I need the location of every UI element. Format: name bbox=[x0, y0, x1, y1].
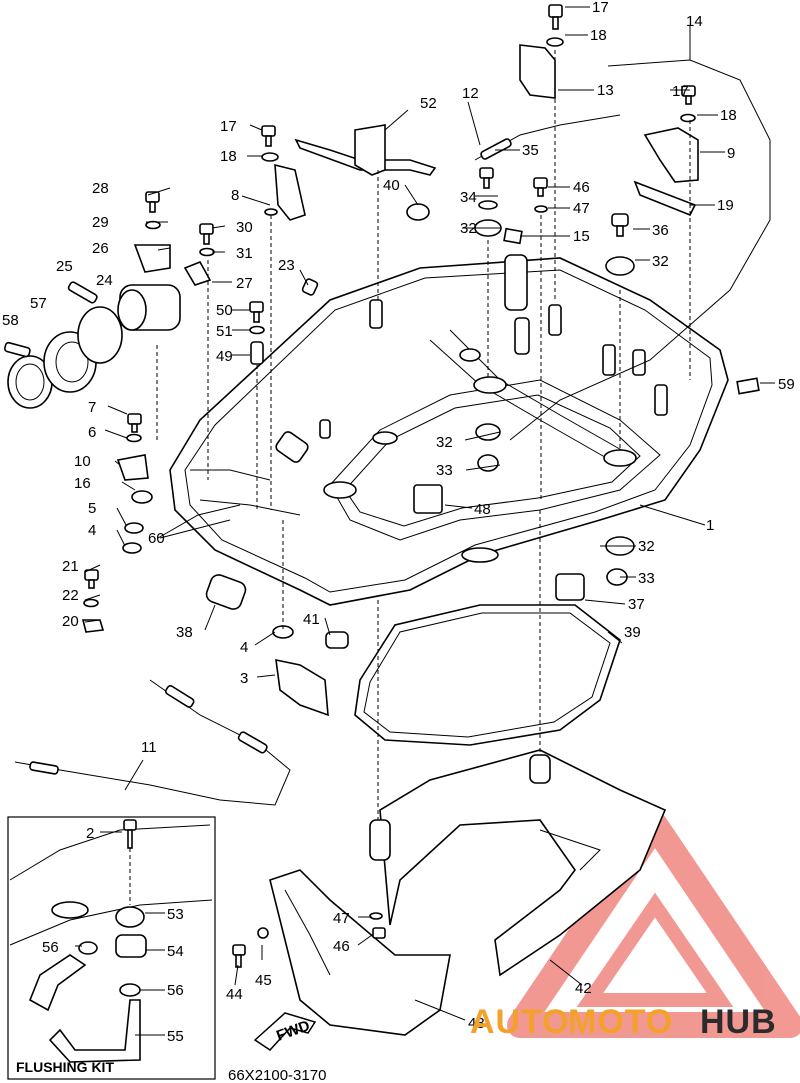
label-26: 26 bbox=[92, 240, 109, 257]
label-54: 54 bbox=[167, 943, 184, 960]
label-11: 11 bbox=[141, 739, 157, 756]
label-28: 28 bbox=[92, 180, 109, 197]
label-24: 24 bbox=[96, 272, 113, 289]
label-17c: 17 bbox=[220, 118, 237, 135]
label-45: 45 bbox=[255, 972, 272, 989]
watermark-text: AUTO MOTO HUB bbox=[470, 1003, 777, 1041]
lower-panels bbox=[269, 749, 667, 1036]
leader-lines bbox=[75, 6, 775, 1036]
label-56a: 56 bbox=[42, 939, 59, 956]
label-5: 5 bbox=[88, 500, 96, 517]
label-42: 42 bbox=[575, 980, 592, 997]
label-23: 23 bbox=[278, 257, 295, 274]
label-43: 43 bbox=[468, 1015, 485, 1032]
label-12: 12 bbox=[462, 85, 479, 102]
flushing-kit-panel bbox=[7, 816, 216, 1080]
label-52: 52 bbox=[420, 95, 437, 112]
label-18b: 18 bbox=[720, 107, 737, 124]
flushing-kit-title: FLUSHING KIT bbox=[16, 1059, 114, 1075]
bottom-cowling bbox=[169, 254, 729, 606]
label-32a: 32 bbox=[460, 220, 477, 237]
cowling-seal bbox=[354, 604, 621, 746]
label-58: 58 bbox=[2, 312, 19, 329]
brackets-levers bbox=[116, 44, 699, 717]
label-4a: 4 bbox=[88, 522, 96, 539]
watermark-moto: MOTO bbox=[568, 1003, 673, 1041]
label-13: 13 bbox=[597, 82, 614, 99]
label-10: 10 bbox=[74, 453, 91, 470]
label-37: 37 bbox=[628, 596, 645, 613]
label-32c: 32 bbox=[436, 434, 453, 451]
label-17b: 17 bbox=[672, 83, 689, 100]
label-59: 59 bbox=[778, 376, 795, 393]
label-55: 55 bbox=[167, 1028, 184, 1045]
label-21: 21 bbox=[62, 558, 79, 575]
label-15: 15 bbox=[573, 228, 590, 245]
watermark-hub: HUB bbox=[700, 1003, 777, 1041]
label-8: 8 bbox=[231, 187, 239, 204]
label-33a: 33 bbox=[436, 462, 453, 479]
label-50: 50 bbox=[216, 302, 233, 319]
cables bbox=[14, 59, 771, 806]
label-57: 57 bbox=[30, 295, 47, 312]
label-40: 40 bbox=[383, 177, 400, 194]
label-47a: 47 bbox=[573, 200, 590, 217]
label-4b: 4 bbox=[240, 639, 248, 656]
watermark-logo bbox=[507, 812, 800, 1038]
label-35: 35 bbox=[522, 142, 539, 159]
label-30: 30 bbox=[236, 219, 253, 236]
label-36: 36 bbox=[652, 222, 669, 239]
label-44: 44 bbox=[226, 986, 243, 1003]
label-46a: 46 bbox=[573, 179, 590, 196]
label-34: 34 bbox=[460, 189, 477, 206]
label-18a: 18 bbox=[590, 27, 607, 44]
label-20: 20 bbox=[62, 613, 79, 630]
label-25: 25 bbox=[56, 258, 73, 275]
label-39: 39 bbox=[624, 624, 641, 641]
label-48: 48 bbox=[474, 501, 491, 518]
label-16: 16 bbox=[74, 475, 91, 492]
diagram-code: 66X2100-3170 bbox=[228, 1067, 326, 1083]
label-3: 3 bbox=[240, 670, 248, 687]
label-31: 31 bbox=[236, 245, 253, 262]
label-17a: 17 bbox=[592, 0, 609, 16]
label-22: 22 bbox=[62, 587, 79, 604]
label-19: 19 bbox=[717, 197, 734, 214]
label-14: 14 bbox=[686, 13, 703, 30]
clamp-parts bbox=[3, 281, 181, 409]
small-parts bbox=[81, 4, 760, 968]
label-47b: 47 bbox=[333, 910, 350, 927]
label-32d: 32 bbox=[638, 538, 655, 555]
label-41: 41 bbox=[303, 611, 320, 628]
label-32b: 32 bbox=[652, 253, 669, 270]
label-53: 53 bbox=[167, 906, 184, 923]
label-60: 60 bbox=[148, 530, 165, 547]
label-2: 2 bbox=[86, 825, 94, 842]
label-18c: 18 bbox=[220, 148, 237, 165]
label-1: 1 bbox=[706, 517, 714, 534]
label-49: 49 bbox=[216, 348, 233, 365]
label-9: 9 bbox=[727, 145, 735, 162]
label-7: 7 bbox=[88, 399, 96, 416]
part-labels: 17 18 14 13 17 18 9 19 52 12 35 40 34 32… bbox=[2, 0, 795, 1045]
label-56b: 56 bbox=[167, 982, 184, 999]
label-27: 27 bbox=[236, 275, 253, 292]
label-38: 38 bbox=[176, 624, 193, 641]
label-33b: 33 bbox=[638, 570, 655, 587]
watermark-auto: AUTO bbox=[470, 1003, 570, 1041]
fwd-arrow: FWD bbox=[253, 1012, 317, 1051]
label-46b: 46 bbox=[333, 938, 350, 955]
label-29: 29 bbox=[92, 214, 109, 231]
label-51: 51 bbox=[216, 323, 233, 340]
label-6: 6 bbox=[88, 424, 96, 441]
